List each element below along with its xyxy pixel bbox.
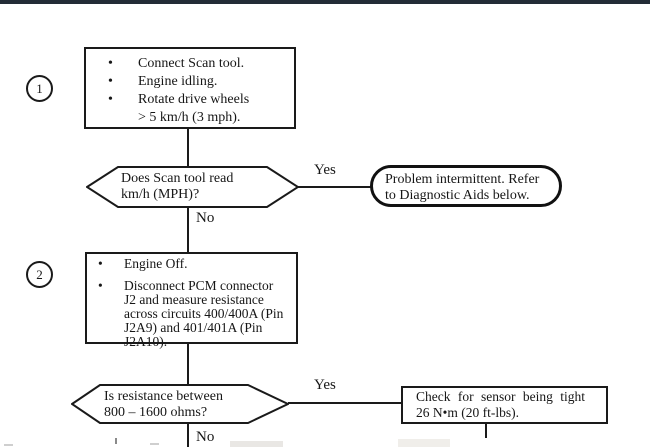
yes-label-2: Yes — [314, 377, 336, 393]
step-number-circle-1: 1 — [26, 75, 53, 102]
scan-artifact — [4, 444, 13, 446]
scan-artifact — [150, 443, 159, 445]
bullet-spacer — [98, 293, 124, 307]
no-label-2: No — [196, 429, 215, 445]
terminal-line1: Problem intermittent. Refer — [385, 172, 540, 187]
decision-2-shape — [71, 384, 289, 424]
decision-2-line2: 800 – 1600 ohms? — [104, 405, 208, 420]
bullet-icon: • — [108, 92, 113, 107]
bullet-spacer — [98, 335, 124, 349]
action-box-2: • Engine Off. • Disconnect PCM connector… — [85, 252, 298, 349]
decision-2-text: Is resistance between 800 – 1600 ohms? — [104, 389, 223, 421]
terminal-oval: Problem intermittent. Refer to Diagnosti… — [370, 165, 562, 207]
action-box-2-item: • Disconnect PCM connector — [98, 279, 293, 293]
connector-decision1-box2 — [187, 207, 189, 253]
decision-1-line2: km/h (MPH)? — [121, 187, 200, 202]
scan-artifact — [230, 441, 283, 447]
connector-box2-decision2 — [187, 343, 189, 385]
hexagon-outline — [71, 384, 289, 424]
bullet-spacer — [98, 321, 124, 335]
yes-label-1: Yes — [314, 162, 336, 178]
action-text: Engine Off. — [124, 256, 188, 271]
check-sensor-line1: Check for sensor being tight — [416, 389, 585, 404]
bullet-icon: • — [98, 256, 103, 271]
connector-decision2-down — [187, 423, 189, 447]
connector-box3-down — [485, 423, 487, 438]
action-box-1-item: • Connect Scan tool. — [108, 55, 290, 73]
decision-1-line1: Does Scan tool read — [121, 171, 234, 186]
step-number-1: 1 — [36, 80, 43, 96]
action-box-1: • Connect Scan tool. • Engine idling. • … — [84, 47, 296, 129]
action-text: Rotate drive wheels — [138, 92, 250, 107]
action-text: across circuits 400/400A (Pin — [124, 306, 284, 321]
action-text: J2A10). — [124, 334, 168, 349]
bullet-icon: • — [108, 74, 113, 89]
connector-decision1-oval — [297, 186, 371, 188]
check-sensor-line2: 26 N•m (20 ft-lbs). — [416, 405, 519, 420]
action-text: J2 and measure resistance — [124, 292, 264, 307]
scan-artifact — [398, 439, 450, 447]
window-top-edge — [0, 0, 650, 4]
scan-artifact — [115, 438, 117, 444]
decision-1-text: Does Scan tool read km/h (MPH)? — [121, 171, 233, 203]
action-box-2-item: J2A10). — [98, 335, 293, 349]
action-box-1-item: • Engine idling. — [108, 73, 290, 91]
action-box-1-item: > 5 km/h (3 mph). — [108, 109, 290, 127]
terminal-oval-text: Problem intermittent. Refer to Diagnosti… — [373, 168, 559, 204]
action-text: J2A9) and 401/401A (Pin — [124, 320, 263, 335]
check-sensor-box: Check for sensor being tight 26 N•m (20 … — [401, 386, 608, 424]
decision-2-line1: Is resistance between — [104, 389, 223, 404]
action-box-1-item: • Rotate drive wheels — [108, 91, 290, 109]
step-number-circle-2: 2 — [26, 261, 53, 288]
step-number-2: 2 — [36, 266, 43, 282]
no-label-1: No — [196, 210, 215, 226]
action-box-2-item: J2 and measure resistance — [98, 293, 293, 307]
action-text: Disconnect PCM connector — [124, 278, 274, 293]
action-text: Connect Scan tool. — [138, 56, 245, 71]
bullet-icon: • — [108, 56, 113, 71]
connector-box1-decision1 — [187, 129, 189, 167]
connector-decision2-box3 — [288, 402, 402, 404]
bullet-icon: • — [98, 278, 103, 293]
terminal-line2: to Diagnostic Aids below. — [385, 188, 530, 203]
action-box-2-item: J2A9) and 401/401A (Pin — [98, 321, 293, 335]
bullet-spacer — [108, 109, 138, 127]
action-text: > 5 km/h (3 mph). — [138, 110, 241, 125]
bullet-spacer — [98, 307, 124, 321]
action-box-2-item: • Engine Off. — [98, 257, 293, 271]
action-text: Engine idling. — [138, 74, 218, 89]
action-box-2-item: across circuits 400/400A (Pin — [98, 307, 293, 321]
